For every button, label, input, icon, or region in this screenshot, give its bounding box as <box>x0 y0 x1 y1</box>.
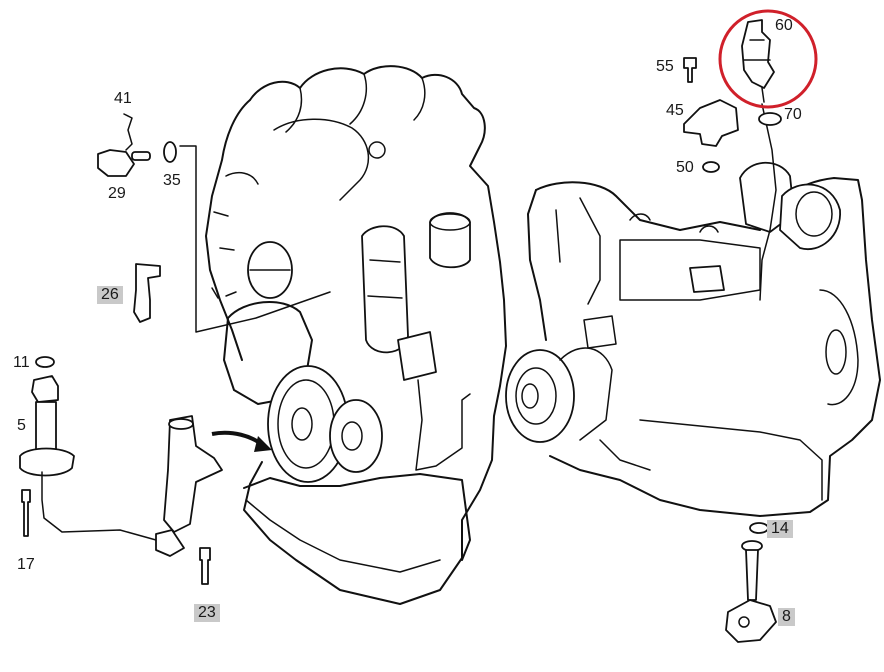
callout-26: 26 <box>97 286 123 304</box>
callout-29: 29 <box>108 185 126 202</box>
part-55-bolt <box>683 57 697 83</box>
callout-50: 50 <box>676 159 694 176</box>
highlight-circle <box>718 9 818 109</box>
left-engine-block <box>205 65 507 605</box>
direction-arrow <box>211 430 272 452</box>
part-23-sensor <box>163 415 223 585</box>
callout-14: 14 <box>767 520 793 538</box>
callout-60: 60 <box>775 17 793 34</box>
callout-70: 70 <box>784 106 802 123</box>
callout-5: 5 <box>17 417 26 434</box>
callout-8: 8 <box>778 608 795 626</box>
part-45-bracket <box>683 99 739 147</box>
part-17-bolt <box>21 489 31 537</box>
right-engine-block <box>505 103 881 517</box>
part-8-sensor <box>725 540 777 643</box>
callout-41: 41 <box>114 90 132 107</box>
callout-11: 11 <box>13 354 30 371</box>
callout-23: 23 <box>194 604 220 622</box>
callout-55: 55 <box>656 58 674 75</box>
part-60-sensor <box>741 19 775 103</box>
leader-bracket <box>179 145 331 333</box>
part-41-29-35 <box>97 113 177 177</box>
part-70-seal <box>758 112 782 126</box>
callout-45: 45 <box>666 102 684 119</box>
part-5-sensor <box>19 356 185 557</box>
part-50-seal <box>702 161 720 173</box>
callout-35: 35 <box>163 172 181 189</box>
callout-17: 17 <box>17 556 35 573</box>
part-14-seal <box>749 522 769 534</box>
part-26-bracket <box>133 263 161 323</box>
